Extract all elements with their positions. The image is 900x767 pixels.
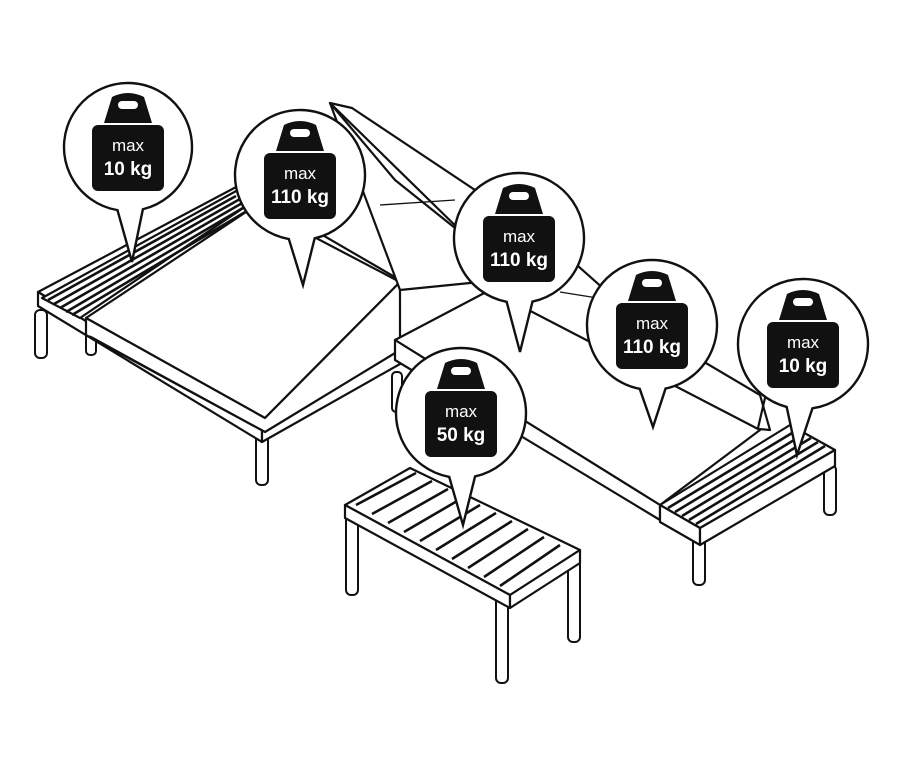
weight-label-max: max [112,136,145,155]
weight-label-max: max [787,333,820,352]
weight-label-value: 110 kg [271,187,329,208]
weight-label-max: max [503,227,536,246]
callout-right-seat: max 110 kg [585,258,719,431]
left-armrest-slats [47,194,253,317]
weight-label-value: 50 kg [437,425,486,446]
weight-icon [767,290,839,388]
right-armrest-slats [667,428,826,526]
callout-right-armrest: max 10 kg [736,277,870,460]
weight-label-max: max [284,164,317,183]
weight-label-value: 10 kg [779,356,828,377]
callout-center-seat: max 110 kg [452,171,586,353]
weight-icon [425,359,497,457]
callout-left-seat: max 110 kg [233,108,367,290]
weight-label-value: 110 kg [490,250,548,271]
weight-label-max: max [636,314,669,333]
weight-icon [92,93,164,191]
weight-label-value: 110 kg [623,337,681,358]
callout-left-armrest: max 10 kg [62,81,194,263]
weight-icon [616,271,688,369]
weight-label-value: 10 kg [104,159,153,180]
coffee-table [343,466,582,684]
table-slats [355,471,561,588]
weight-label-max: max [445,402,478,421]
weight-icon [264,121,336,219]
weight-icon [483,184,555,282]
callout-coffee-table: max 50 kg [394,346,528,530]
